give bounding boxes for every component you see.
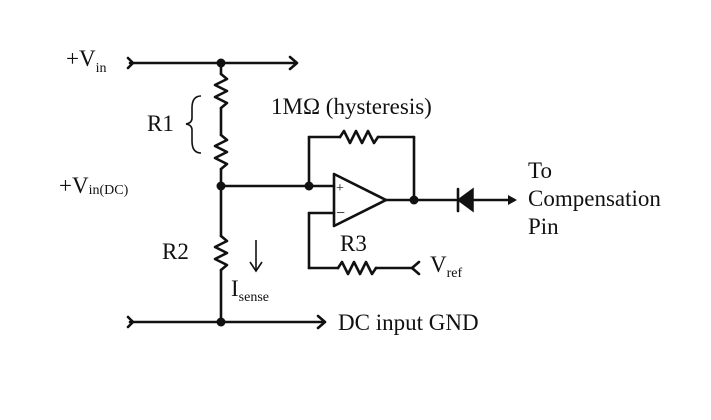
vin-rail bbox=[126, 55, 299, 71]
label-vin-dc-main: +V bbox=[59, 173, 89, 198]
label-output-to: To bbox=[528, 158, 552, 183]
label-vin-dc-sub: in(DC) bbox=[89, 183, 129, 198]
resistor-r1 bbox=[213, 61, 229, 188]
output-arrowhead bbox=[508, 195, 517, 205]
label-vref-main: V bbox=[430, 252, 447, 277]
label-hysteresis: 1MΩ (hysteresis) bbox=[271, 94, 432, 119]
junction-gnd bbox=[216, 317, 226, 327]
label-vin: +Vin bbox=[66, 46, 106, 76]
resistor-r3 bbox=[307, 211, 421, 276]
gnd-rail bbox=[126, 314, 327, 330]
opamp-minus-sign: − bbox=[336, 205, 345, 222]
diode bbox=[456, 187, 517, 213]
label-gnd: DC input GND bbox=[338, 310, 479, 335]
opamp-plus-sign: + bbox=[336, 181, 344, 196]
op-amp bbox=[332, 172, 388, 228]
label-r1: R1 bbox=[147, 111, 174, 136]
label-isense: Isense bbox=[231, 276, 269, 305]
resistor-r2 bbox=[213, 184, 229, 324]
label-isense-sub: sense bbox=[239, 290, 269, 305]
junction-output bbox=[409, 195, 419, 205]
label-isense-main: I bbox=[231, 276, 239, 301]
label-output-compensation: Compensation bbox=[528, 186, 661, 211]
label-vin-dc: +Vin(DC) bbox=[59, 173, 129, 198]
r1-brace bbox=[185, 95, 202, 154]
label-vin-main: +V bbox=[66, 46, 96, 71]
label-r2: R2 bbox=[162, 239, 189, 264]
label-output-pin: Pin bbox=[528, 214, 559, 239]
isense-arrow bbox=[249, 240, 263, 273]
label-r3: R3 bbox=[340, 231, 367, 256]
label-vref-sub: ref bbox=[447, 266, 463, 281]
resistor-hysteresis bbox=[307, 129, 416, 202]
diode-triangle bbox=[456, 187, 474, 213]
label-vin-sub: in bbox=[96, 61, 107, 76]
label-vref: Vref bbox=[430, 252, 463, 281]
